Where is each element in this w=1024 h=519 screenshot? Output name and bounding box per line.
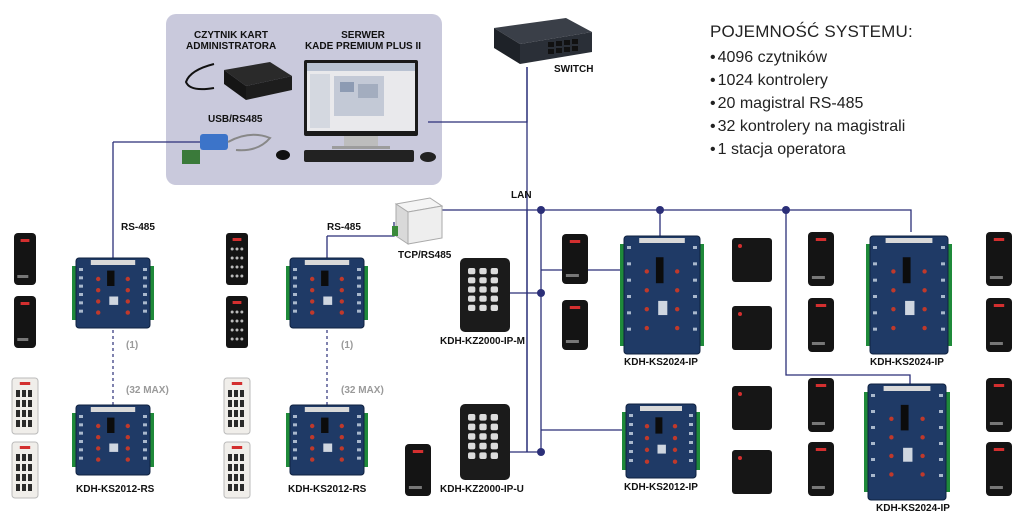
rs485-mid-label: RS-485	[327, 222, 361, 233]
capacity-item: 1 stacja operatora	[710, 138, 905, 161]
usb-converter-icon	[182, 133, 290, 164]
controller-board-icon	[286, 257, 368, 329]
keypad-terminal-icon	[460, 258, 510, 332]
tcp-label: TCP/RS485	[398, 250, 452, 261]
capacity-list: 4096 czytników 1024 kontrolery 20 magist…	[710, 46, 906, 161]
proximity-reader-icon	[14, 296, 36, 348]
mid-bottom-label: KDH-KS2012-RS	[288, 484, 367, 495]
capacity-item: 1024 kontrolery	[710, 69, 905, 92]
server-to-switch	[428, 67, 528, 123]
keypad-m-label: KDH-KZ2000-IP-M	[440, 336, 526, 347]
mid-first-label: (1)	[341, 340, 354, 351]
proximity-reader-icon	[986, 378, 1012, 432]
controller-board-icon	[72, 257, 154, 329]
capacity-title: POJEMNOŚĆ SYSTEMU:	[710, 22, 913, 41]
switch-icon	[494, 18, 592, 64]
device-group	[11, 232, 1012, 501]
ks2024-b-label: KDH-KS2024-IP	[870, 357, 944, 368]
rs485-left-label: RS-485	[121, 222, 155, 233]
proximity-reader-icon	[562, 234, 588, 284]
capacity-item: 32 kontrolery na magistrali	[710, 115, 906, 138]
keypad-reader-icon	[11, 441, 39, 499]
proximity-reader-icon	[986, 442, 1012, 496]
proximity-reader-icon	[405, 444, 431, 496]
junction-dots	[537, 206, 790, 456]
ks2024-a-label: KDH-KS2024-IP	[624, 357, 698, 368]
keypad-reader-icon	[11, 377, 39, 435]
controller-board-icon	[622, 403, 700, 479]
card-reader-icon	[184, 62, 292, 100]
proximity-reader-icon	[808, 232, 834, 286]
proximity-reader-icon	[732, 306, 772, 350]
left-max-label: (32 MAX)	[126, 385, 169, 396]
keypad-reader-icon	[226, 296, 248, 348]
proximity-reader-icon	[732, 238, 772, 282]
controller-board-icon	[866, 235, 952, 355]
controller-board-icon	[286, 404, 368, 476]
left-first-label: (1)	[126, 340, 139, 351]
dashed-bus-lines	[112, 330, 328, 405]
ks2012-ip-label: KDH-KS2012-IP	[624, 482, 698, 493]
proximity-reader-icon	[808, 442, 834, 496]
keypad-terminal-icon	[460, 404, 510, 480]
ks2024-c-label: KDH-KS2024-IP	[876, 503, 950, 514]
lan-horizontal	[442, 209, 912, 232]
capacity-item: 20 magistral RS-485	[710, 92, 905, 115]
controller-board-icon	[72, 404, 154, 476]
controller-board-icon	[620, 235, 704, 355]
capacity-item: 4096 czytników	[710, 46, 905, 69]
usb-label: USB/RS485	[208, 114, 263, 125]
proximity-reader-icon	[986, 232, 1012, 286]
proximity-reader-icon	[732, 386, 772, 430]
proximity-reader-icon	[986, 298, 1012, 352]
proximity-reader-icon	[808, 298, 834, 352]
proximity-reader-icon	[808, 378, 834, 432]
keypad-u-label: KDH-KZ2000-IP-U	[440, 484, 524, 495]
server-monitor-icon	[304, 60, 436, 162]
mid-max-label: (32 MAX)	[341, 385, 384, 396]
lan-label: LAN	[511, 190, 532, 201]
proximity-reader-icon	[732, 450, 772, 494]
switch-label: SWITCH	[554, 64, 594, 75]
lan-to-ks2024-c	[785, 210, 911, 385]
keypad-reader-icon	[223, 377, 251, 435]
keypad-reader-icon	[223, 441, 251, 499]
controller-board-icon	[864, 383, 950, 501]
tcp-converter-icon	[392, 197, 444, 245]
keypad-reader-icon	[226, 233, 248, 285]
left-bottom-label: KDH-KS2012-RS	[76, 484, 155, 495]
proximity-reader-icon	[14, 233, 36, 285]
proximity-reader-icon	[562, 300, 588, 350]
